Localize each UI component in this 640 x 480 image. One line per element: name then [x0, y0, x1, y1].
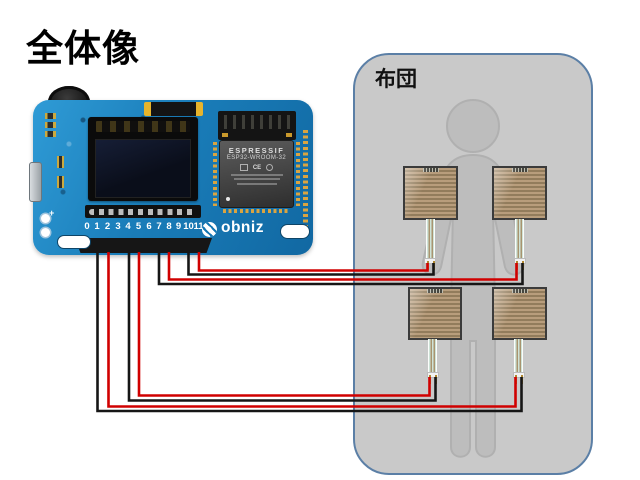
oled-screen [95, 139, 191, 198]
pin-label-9: 9 [175, 221, 182, 232]
smd-component [57, 156, 64, 168]
pin-label-11: 11 [193, 221, 204, 232]
connector-pin [434, 375, 437, 384]
sensor-tail-lower-right [514, 339, 523, 375]
connector-pin [521, 261, 524, 270]
usb-connector [29, 162, 42, 202]
fine-print-line [233, 178, 280, 180]
pin-header [75, 238, 212, 253]
pin-label-5: 5 [135, 221, 142, 232]
pad-dots [89, 208, 197, 215]
through-hole-pad-row [85, 205, 201, 218]
pin-label-0: 0 [84, 221, 90, 232]
connector-pin [515, 261, 518, 270]
pin-label-6: 6 [146, 221, 152, 232]
pin-label-3: 3 [115, 221, 121, 232]
cert-circle-mark [266, 164, 274, 171]
futon-label: 布団 [375, 68, 417, 91]
connector-pin [428, 375, 431, 384]
smd-component [45, 113, 56, 119]
obniz-logo-icon [202, 222, 217, 237]
pin1-dot [226, 197, 230, 201]
pin-label-10: 10 [183, 221, 194, 232]
antenna-trace-pattern [224, 115, 290, 129]
fine-print-line [230, 173, 283, 176]
antenna-pad [222, 133, 228, 137]
module-castellation-right [296, 142, 300, 206]
page-title: 全体像 [26, 28, 140, 69]
smd-component [57, 176, 64, 188]
silhouette-head [446, 99, 500, 153]
display-flex-ribbon [144, 102, 203, 116]
person-silhouette [421, 99, 525, 458]
sensor-part-label [511, 168, 528, 172]
oled-display [88, 117, 198, 201]
pressure-sensor-upper-left [403, 166, 458, 220]
certification-marks: CE [220, 164, 293, 171]
connector-pin [432, 261, 435, 270]
sensor-part-label [422, 168, 439, 172]
oled-driver-strip [96, 121, 190, 132]
smd-component [45, 122, 56, 128]
sensor-tail-lower-left [428, 339, 437, 375]
connector-pin [514, 375, 517, 384]
pin-label-8: 8 [166, 221, 172, 232]
plus-silkscreen: + [49, 208, 55, 218]
connector-pin [520, 375, 523, 384]
mounting-slot-left [57, 235, 91, 249]
sensor-tail-upper-left [425, 219, 435, 260]
pressure-sensor-upper-right [492, 166, 547, 220]
pin-label-2: 2 [104, 221, 111, 232]
espressif-logo-mark [239, 164, 248, 171]
obniz-logo-text: obniz [221, 219, 264, 236]
module-castellation-bottom [223, 209, 289, 213]
esp32-shield: ESPRESSIF ESP32-WROOM-32 CE [219, 140, 294, 208]
esp32-model-text: ESP32-WROOM-32 [226, 155, 287, 161]
mounting-slot-right [280, 224, 310, 239]
board-edge-pads [303, 130, 308, 230]
pressure-sensor-lower-left [408, 287, 462, 340]
solder-hole [41, 214, 50, 223]
fine-print-line [236, 182, 277, 185]
connector-pin [426, 261, 429, 270]
sensor-part-label [511, 289, 528, 293]
module-castellation-left [213, 142, 217, 206]
smd-component [45, 131, 56, 137]
antenna-pad [286, 133, 292, 137]
pin-label-1: 1 [94, 221, 100, 232]
pin-label-4: 4 [125, 221, 131, 232]
pin-label-7: 7 [156, 221, 162, 232]
sensor-tail-upper-right [515, 219, 524, 260]
futon-area: 布団 [353, 53, 593, 475]
esp32-antenna [218, 111, 296, 140]
pressure-sensor-lower-right [492, 287, 547, 340]
solder-hole [41, 228, 50, 237]
ce-mark: CE [252, 164, 262, 171]
obniz-board: ESPRESSIF ESP32-WROOM-32 CE 0 1 2 3 4 5 … [29, 100, 313, 255]
sensor-part-label [427, 289, 443, 293]
esp32-brand-text: ESPRESSIF [228, 146, 285, 155]
